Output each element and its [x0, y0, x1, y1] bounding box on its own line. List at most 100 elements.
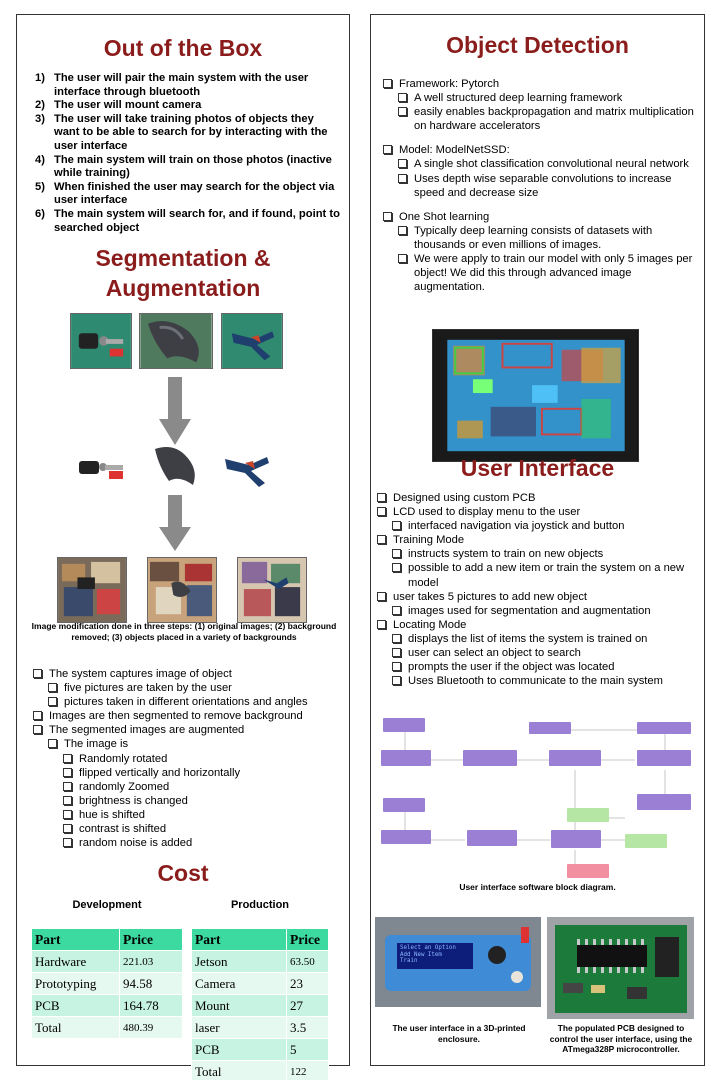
checkbox-bullet-icon: [33, 711, 42, 721]
list-item: easily enables backpropagation and matri…: [383, 105, 699, 133]
checkbox-bullet-icon: [33, 725, 42, 735]
checkbox-bullet-icon: [63, 795, 72, 805]
list-item: user takes 5 pictures to add new object: [377, 590, 702, 604]
list-item: contrast is shifted: [33, 822, 349, 836]
checkbox-bullet-icon: [398, 159, 407, 169]
list-item: Uses depth wise separable convolutions t…: [383, 172, 699, 200]
checkbox-bullet-icon: [63, 824, 72, 834]
right-column-panel: Object Detection Framework: Pytorch A we…: [370, 14, 705, 1066]
list-item: Framework: Pytorch: [383, 77, 699, 91]
list-item: hue is shifted: [33, 808, 349, 822]
list-item: prompts the user if the object was locat…: [377, 660, 702, 674]
pcb-caption: The populated PCB designed to control th…: [549, 1023, 693, 1054]
segmentation-bullet-list: The system captures image of object five…: [33, 667, 349, 850]
list-item: One Shot learning: [383, 210, 699, 224]
checkbox-bullet-icon: [392, 605, 401, 615]
list-item: 5)When finished the user may search for …: [35, 180, 335, 207]
list-item: pictures taken in different orientations…: [33, 695, 349, 709]
detection-result-photo: [432, 329, 639, 462]
segmented-cloth: [155, 447, 195, 485]
list-item: brightness is changed: [33, 794, 349, 808]
object-detection-bullet-list: Framework: Pytorch A well structured dee…: [383, 77, 699, 294]
populated-pcb-photo: [547, 917, 694, 1019]
augmented-photo-1: [57, 557, 127, 623]
list-item: Training Mode: [377, 533, 702, 547]
checkbox-bullet-icon: [398, 173, 407, 183]
list-item: possible to add a new item or train the …: [377, 561, 702, 589]
list-item: Model: ModelNetSSD:: [383, 143, 699, 157]
original-photo-pliers: [221, 313, 283, 369]
list-item: The segmented images are augmented: [33, 723, 349, 737]
segmentation-heading: Segmentation & Augmentation: [95, 245, 271, 301]
user-interface-bullet-list: Designed using custom PCB LCD used to di…: [377, 491, 702, 688]
segmented-keys: [79, 461, 123, 479]
checkbox-bullet-icon: [48, 697, 57, 707]
segmentation-figure-caption: Image modification done in three steps: …: [31, 621, 337, 642]
list-item: A single shot classification convolution…: [383, 157, 699, 171]
list-item: random noise is added: [33, 836, 349, 850]
development-table-label: Development: [72, 899, 142, 911]
checkbox-bullet-icon: [392, 521, 401, 531]
list-item: instructs system to train on new objects: [377, 547, 702, 561]
list-item: LCD used to display menu to the user: [377, 505, 702, 519]
block-diagram-caption: User interface software block diagram.: [459, 882, 616, 892]
list-item: The image is: [33, 737, 349, 751]
checkbox-bullet-icon: [63, 781, 72, 791]
left-column-panel: Out of the Box 1)The user will pair the …: [16, 14, 350, 1080]
checkbox-bullet-icon: [398, 107, 407, 117]
user-interface-heading: User Interface: [460, 455, 615, 481]
list-item: 6)The main system will search for, and i…: [35, 207, 340, 234]
list-item: displays the list of items the system is…: [377, 632, 702, 646]
list-item: Images are then segmented to remove back…: [33, 709, 349, 723]
checkbox-bullet-icon: [398, 93, 407, 103]
augmented-photo-2: [147, 557, 217, 623]
checkbox-bullet-icon: [392, 549, 401, 559]
original-photo-cloth: [139, 313, 213, 369]
enclosure-caption: The user interface in a 3D-printed enclo…: [392, 1023, 526, 1044]
checkbox-bullet-icon: [392, 633, 401, 643]
out-of-box-list: 1)The user will pair the main system wit…: [35, 72, 340, 235]
checkbox-bullet-icon: [383, 145, 392, 155]
cost-heading: Cost: [157, 860, 209, 886]
list-item: 1)The user will pair the main system wit…: [35, 72, 309, 98]
checkbox-bullet-icon: [48, 739, 57, 749]
checkbox-bullet-icon: [63, 838, 72, 848]
checkbox-bullet-icon: [398, 225, 407, 235]
list-item: 2)The user will mount camera: [35, 99, 202, 112]
lcd-text: Select an Option Add New Item Train: [400, 945, 456, 965]
augmented-photo-3: [237, 557, 307, 623]
checkbox-bullet-icon: [377, 619, 386, 629]
ui-enclosure-photo: [375, 917, 541, 1007]
list-item: randomly Zoomed: [33, 780, 349, 794]
list-item: flipped vertically and horizontally: [33, 766, 349, 780]
checkbox-bullet-icon: [63, 809, 72, 819]
checkbox-bullet-icon: [383, 79, 392, 88]
original-photo-keys: [70, 313, 132, 369]
checkbox-bullet-icon: [377, 493, 386, 502]
checkbox-bullet-icon: [398, 254, 407, 264]
segmented-pliers: [225, 457, 269, 487]
checkbox-bullet-icon: [33, 669, 42, 678]
down-arrow-icon: [159, 495, 191, 551]
checkbox-bullet-icon: [48, 683, 57, 693]
down-arrow-icon: [159, 377, 191, 445]
list-item: Locating Mode: [377, 618, 702, 632]
checkbox-bullet-icon: [392, 563, 401, 573]
list-item: Uses Bluetooth to communicate to the mai…: [377, 674, 702, 688]
checkbox-bullet-icon: [377, 535, 386, 545]
list-item: images used for segmentation and augment…: [377, 604, 702, 618]
checkbox-bullet-icon: [63, 753, 72, 763]
list-item: Randomly rotated: [33, 752, 349, 766]
list-item: We were apply to train our model with on…: [383, 252, 699, 294]
